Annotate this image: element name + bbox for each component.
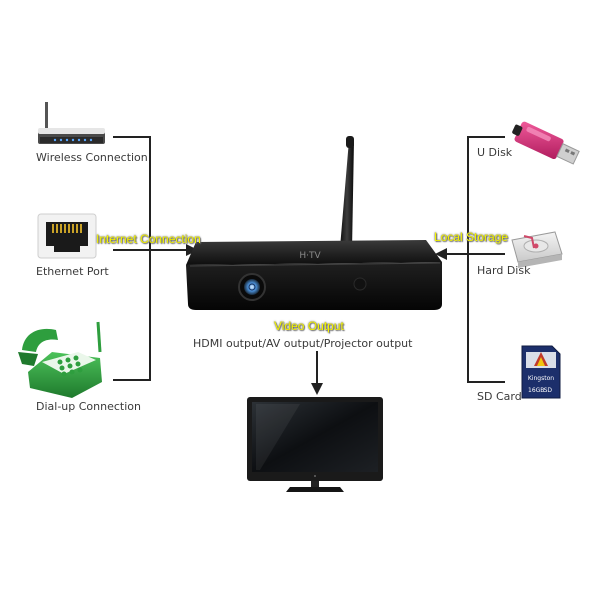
router-icon [38,102,105,144]
sd-card-brand-text: Kingston [528,375,554,382]
dialup-connection-label: Dial-up Connection [36,400,141,413]
local-storage-heading: Local Storage [434,230,509,244]
hdmi-output-label: HDMI output/AV output/Projector output [193,337,413,350]
sd-card-icon: Kingston 16GB SD [521,345,561,399]
left-connector-lines [113,136,188,381]
television-icon [247,397,383,492]
sd-card-size-text: 16GB [528,387,544,394]
hard-disk-icon [511,231,563,268]
internet-connection-heading: Internet Connection [96,232,201,246]
wireless-connection-label: Wireless Connection [36,151,148,164]
storage-arrow-head [435,248,447,260]
right-connector-lines [445,136,505,383]
tv-box-brand-text: H·TV [299,251,321,261]
usb-drive-icon [512,121,580,165]
hard-disk-label: Hard Disk [477,264,531,277]
ethernet-port-icon [37,213,97,259]
sd-card-label: SD Card [477,390,522,403]
tv-box-icon: H·TV [186,136,442,310]
sd-card-type-text: SD [544,387,553,394]
telephone-icon [18,321,102,398]
ethernet-port-label: Ethernet Port [36,265,109,278]
internet-arrow-head [186,244,198,256]
video-output-heading: Video Output [274,319,344,333]
video-output-arrow [311,351,323,395]
u-disk-label: U Disk [477,146,513,159]
